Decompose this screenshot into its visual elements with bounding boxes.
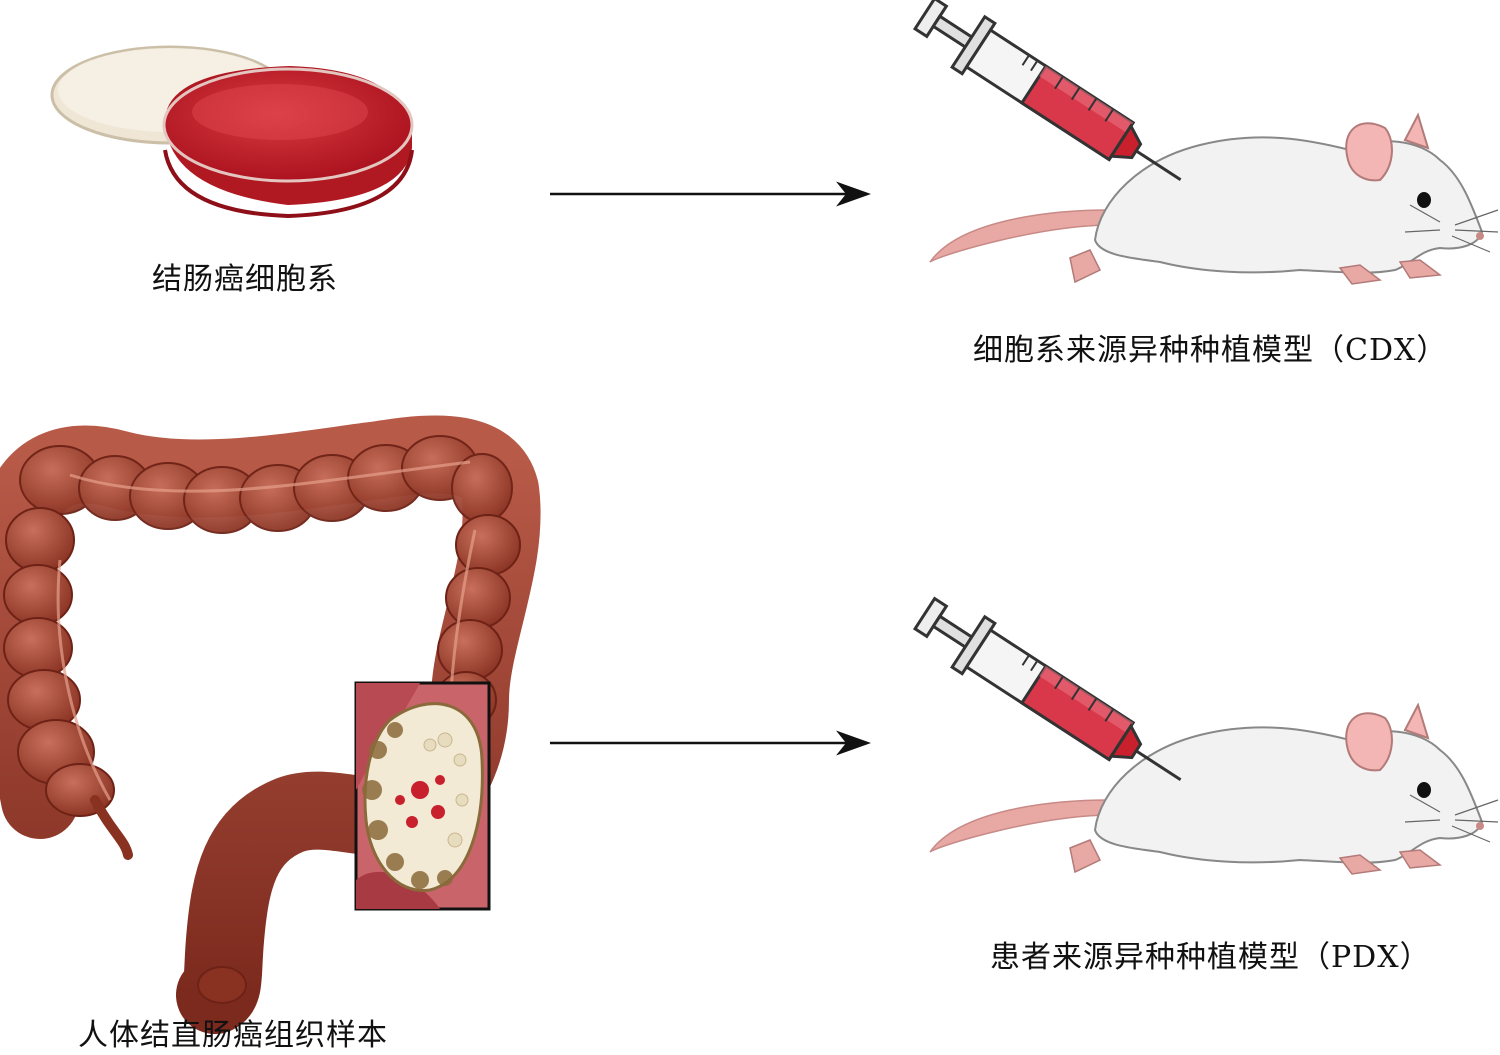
pdx-model-label: 患者来源异种种植模型（PDX）: [990, 940, 1431, 975]
cdx-model-label: 细胞系来源异种种植模型（CDX）: [973, 333, 1448, 368]
tumor-inset-icon: [354, 681, 491, 911]
petri-dish-icon: [50, 45, 414, 219]
mouse-icon: [929, 702, 1499, 875]
tissue-sample-label: 人体结直肠癌组织样本: [78, 1018, 388, 1053]
colon-illustration: [0, 415, 541, 1034]
syringe-icon: [912, 0, 1182, 182]
mouse-icon: [929, 112, 1499, 285]
cell-line-label: 结肠癌细胞系: [152, 262, 338, 297]
syringe-icon: [912, 596, 1182, 782]
